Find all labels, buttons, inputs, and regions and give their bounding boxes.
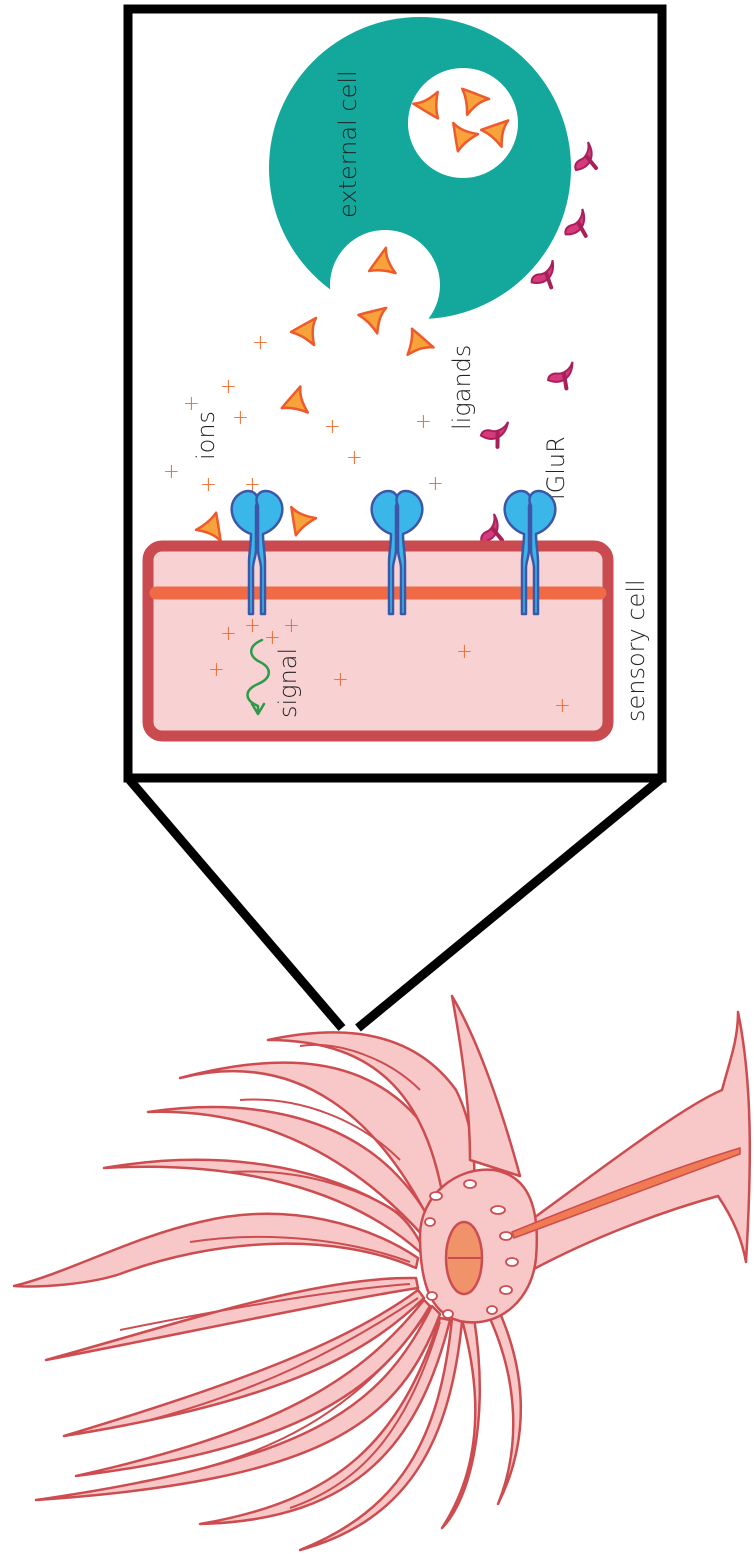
- zoom-line-right: [358, 778, 662, 1028]
- external-cell-label: external cell: [334, 70, 362, 218]
- svg-text:+: +: [415, 409, 432, 433]
- svg-text:+: +: [427, 471, 444, 495]
- zoom-line-left: [128, 778, 342, 1028]
- anemone-mouth: [446, 1222, 482, 1294]
- svg-text:+: +: [252, 330, 269, 354]
- ligands-label: ligands: [448, 345, 476, 430]
- signal-label: signal: [274, 648, 302, 718]
- svg-text:+: +: [220, 621, 237, 645]
- svg-text:+: +: [456, 639, 473, 663]
- svg-text:+: +: [554, 693, 571, 717]
- svg-text:+: +: [332, 667, 349, 691]
- svg-text:+: +: [346, 445, 363, 469]
- svg-text:+: +: [183, 391, 200, 415]
- svg-text:+: +: [163, 459, 180, 483]
- ions-label: ions: [192, 411, 220, 460]
- svg-text:+: +: [244, 613, 261, 637]
- sea-anemone: [14, 996, 750, 1550]
- sensory-cell-label: sensory cell: [622, 579, 650, 722]
- svg-text:+: +: [208, 657, 225, 681]
- svg-text:+: +: [200, 472, 217, 496]
- svg-text:+: +: [220, 374, 237, 398]
- svg-text:+: +: [283, 613, 300, 637]
- svg-text:+: +: [232, 405, 249, 429]
- svg-text:+: +: [324, 414, 341, 438]
- iglur-label: iGluR: [542, 436, 570, 500]
- vesicle-lower: [330, 230, 440, 340]
- svg-text:+: +: [264, 625, 281, 649]
